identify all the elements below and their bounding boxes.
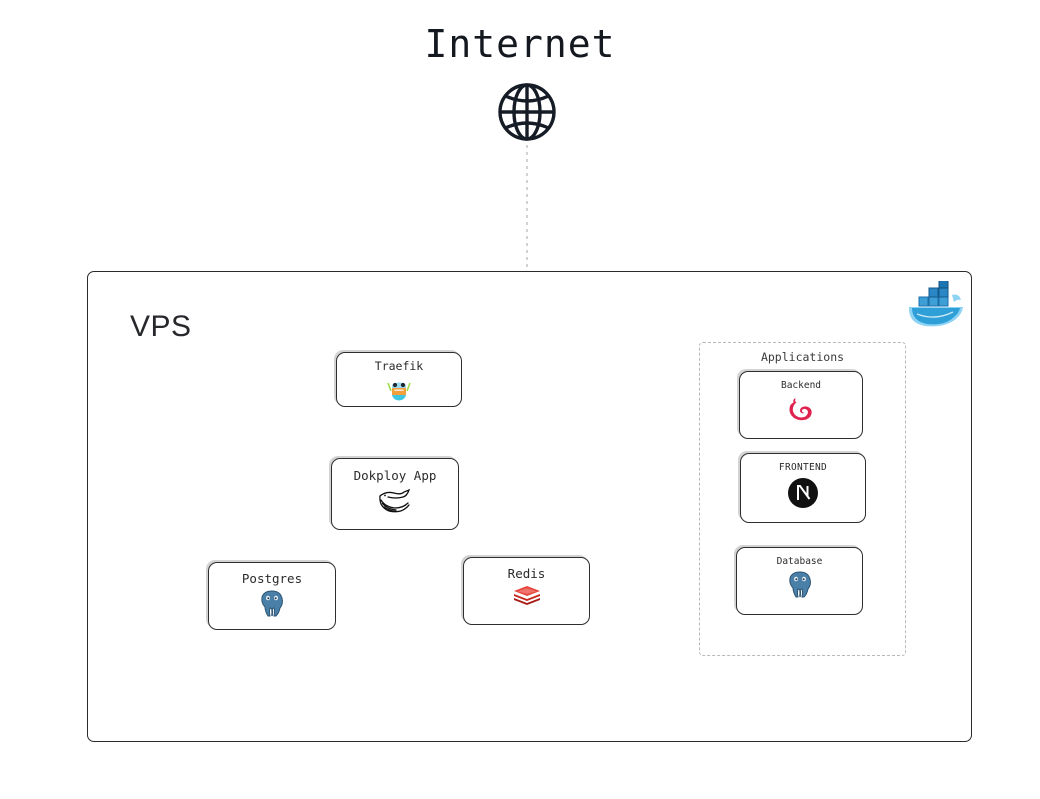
diagram-title: Internet <box>424 22 616 66</box>
applications-group <box>699 342 906 656</box>
vps-label: VPS <box>130 310 192 343</box>
node-dokploy-label: Dokploy App <box>353 468 437 483</box>
node-database-label: Database <box>776 556 823 567</box>
node-frontend-label: FRONTEND <box>778 462 828 473</box>
postgresql-elephant-icon <box>787 570 813 598</box>
node-frontend[interactable]: FRONTEND <box>740 453 866 523</box>
nestjs-icon <box>786 395 816 425</box>
node-dokploy-app[interactable]: Dokploy App <box>331 458 459 530</box>
globe-icon <box>498 83 556 141</box>
node-postgres[interactable]: Postgres <box>208 562 336 630</box>
node-database[interactable]: Database <box>736 547 863 615</box>
internet-node <box>493 82 561 142</box>
traefik-icon <box>385 375 413 403</box>
redis-stack-icon <box>512 585 542 609</box>
node-redis[interactable]: Redis <box>463 557 590 625</box>
postgresql-elephant-icon <box>259 589 285 617</box>
node-traefik-label: Traefik <box>374 359 424 373</box>
docker-whale-icon <box>905 279 967 329</box>
node-backend[interactable]: Backend <box>739 371 863 439</box>
dokploy-whale-icon <box>376 487 414 515</box>
node-traefik[interactable]: Traefik <box>336 352 462 407</box>
nextjs-icon <box>787 477 819 509</box>
node-redis-label: Redis <box>507 566 546 581</box>
node-backend-label: Backend <box>780 380 822 391</box>
applications-group-title: Applications <box>760 350 845 364</box>
node-postgres-label: Postgres <box>241 571 303 586</box>
